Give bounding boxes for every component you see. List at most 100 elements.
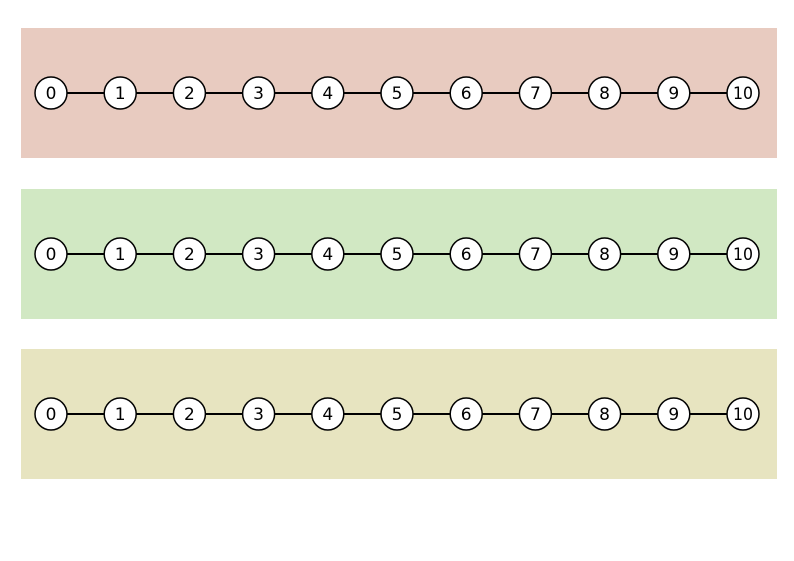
number-label: 4 [322,245,333,265]
number-label: 0 [46,245,57,265]
number-label: 10 [733,405,753,425]
number-marker-10: 10 [726,76,760,110]
number-circle [380,397,414,431]
number-line-strip-1: 0 1 2 3 4 5 6 7 8 9 10 [21,28,777,158]
number-line-strip-2: 0 1 2 3 4 5 6 7 8 9 10 [21,189,777,319]
number-label: 4 [322,405,333,425]
number-label: 8 [599,84,610,104]
number-circle [518,76,553,110]
number-circle [103,237,137,271]
number-label: 7 [530,405,541,425]
number-marker-7: 7 [518,237,553,271]
number-label: 9 [668,245,679,265]
number-marker-3: 3 [241,76,276,110]
number-circle [587,237,622,271]
number-marker-6: 6 [449,237,483,271]
number-label: 5 [392,245,403,265]
number-marker-5: 5 [380,237,414,271]
number-circle [518,397,553,431]
number-label: 0 [46,84,57,104]
number-circle [172,397,207,431]
number-label: 9 [668,405,679,425]
number-circle [311,76,345,110]
number-label: 7 [530,245,541,265]
number-label: 0 [46,405,57,425]
number-circle [172,76,207,110]
number-marker-1: 1 [103,397,137,431]
number-circle [311,237,345,271]
number-marker-9: 9 [657,237,691,271]
number-marker-10: 10 [726,397,760,431]
number-marker-2: 2 [172,237,207,271]
number-circle [726,397,760,431]
number-marker-0: 0 [34,237,68,271]
number-label: 9 [668,84,679,104]
number-label: 6 [461,245,472,265]
number-circle [726,237,760,271]
number-label: 3 [253,405,264,425]
number-line-3: 0 1 2 3 4 5 6 7 8 9 10 [34,397,760,431]
number-circle [657,76,691,110]
number-label: 10 [733,245,753,265]
number-marker-10: 10 [726,237,760,271]
number-label: 10 [733,84,753,104]
number-marker-4: 4 [311,76,345,110]
number-marker-3: 3 [241,237,276,271]
number-marker-9: 9 [657,397,691,431]
number-marker-8: 8 [587,397,622,431]
number-marker-8: 8 [587,76,622,110]
number-circle [449,397,483,431]
number-label: 5 [392,405,403,425]
number-line-2: 0 1 2 3 4 5 6 7 8 9 10 [34,237,760,271]
number-marker-5: 5 [380,397,414,431]
number-circle [103,397,137,431]
number-marker-3: 3 [241,397,276,431]
number-label: 2 [184,245,195,265]
number-circle [241,397,276,431]
number-circle [103,76,137,110]
number-line-1: 0 1 2 3 4 5 6 7 8 9 10 [34,76,760,110]
number-label: 3 [253,84,264,104]
number-label: 2 [184,405,195,425]
number-circle [380,76,414,110]
number-label: 1 [115,84,126,104]
number-label: 1 [115,405,126,425]
number-circle [587,397,622,431]
number-marker-2: 2 [172,397,207,431]
number-circle [726,76,760,110]
number-label: 7 [530,84,541,104]
number-label: 8 [599,405,610,425]
number-marker-1: 1 [103,76,137,110]
number-label: 6 [461,84,472,104]
number-marker-9: 9 [657,76,691,110]
number-marker-8: 8 [587,237,622,271]
number-circle [34,397,68,431]
number-circle [657,397,691,431]
number-marker-2: 2 [172,76,207,110]
number-circle [241,237,276,271]
number-line-strip-3: 0 1 2 3 4 5 6 7 8 9 10 [21,349,777,479]
number-circle [311,397,345,431]
number-circle [34,76,68,110]
number-marker-7: 7 [518,397,553,431]
number-circle [518,237,553,271]
number-circle [587,76,622,110]
number-marker-6: 6 [449,76,483,110]
number-label: 1 [115,245,126,265]
number-circle [172,237,207,271]
number-circle [380,237,414,271]
number-circle [34,237,68,271]
number-circle [657,237,691,271]
number-marker-4: 4 [311,237,345,271]
number-marker-0: 0 [34,397,68,431]
number-label: 4 [322,84,333,104]
number-marker-6: 6 [449,397,483,431]
number-label: 2 [184,84,195,104]
number-label: 5 [392,84,403,104]
number-circle [449,237,483,271]
number-marker-1: 1 [103,237,137,271]
number-circle [449,76,483,110]
number-circle [241,76,276,110]
number-marker-0: 0 [34,76,68,110]
number-label: 6 [461,405,472,425]
